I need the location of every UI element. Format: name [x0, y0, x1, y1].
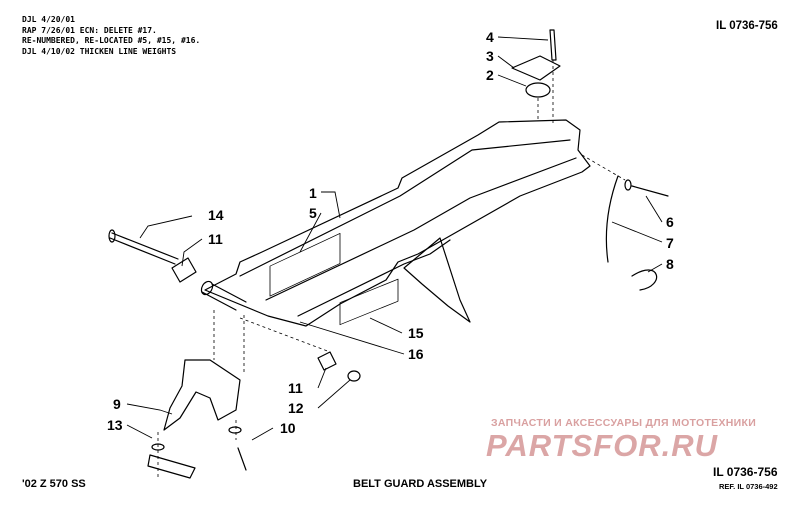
callout-10: 10	[280, 420, 296, 436]
callout-3: 3	[486, 48, 494, 64]
belt-guard-rib	[265, 157, 577, 301]
nut-12	[347, 370, 361, 382]
diagram-title: BELT GUARD ASSEMBLY	[353, 478, 488, 490]
revision-line: DJL 4/10/02 THICKEN LINE WEIGHTS	[22, 46, 177, 56]
leader-9	[126, 403, 173, 415]
leader-10	[251, 427, 274, 441]
callout-15: 15	[408, 325, 424, 341]
leader-5	[299, 212, 322, 253]
bracket-outline	[163, 359, 241, 431]
callout-9: 9	[113, 396, 121, 412]
pin-6	[631, 185, 669, 197]
callout-2: 2	[486, 67, 494, 83]
fastener-10	[237, 447, 247, 471]
callout-4: 4	[486, 29, 494, 45]
callout-1: 1	[309, 185, 317, 201]
clip-8	[631, 269, 658, 291]
bushing-11-upper	[171, 257, 197, 283]
leader-7	[611, 221, 663, 243]
illustration-number-bottom: IL 0736-756	[713, 465, 778, 479]
belt-guard-flange	[297, 239, 451, 317]
watermark-tagline: ЗАПЧАСТИ И АКСЕССУАРЫ ДЛЯ МОТОТЕХНИКИ	[491, 417, 757, 429]
pivot-tube-end	[200, 280, 214, 296]
callout-11-lower: 11	[288, 380, 303, 396]
leader-11-upper	[181, 238, 203, 267]
leader-11-lower	[317, 367, 327, 389]
guide-line	[581, 154, 626, 181]
revision-line: RE-NUMBERED, RE-LOCATED #5, #15, #16.	[22, 36, 201, 45]
revision-line: DJL 4/20/01	[22, 15, 75, 24]
callout-5: 5	[309, 205, 317, 221]
bolt-head-14	[108, 229, 116, 243]
grommet-2	[525, 82, 551, 98]
illustration-number: IL 0736-756	[716, 20, 778, 32]
callout-13: 13	[107, 417, 123, 433]
revision-line: RAP 7/26/01 ECN: DELETE #17.	[22, 25, 157, 35]
callout-7: 7	[666, 235, 674, 251]
callout-16: 16	[408, 346, 424, 362]
bracket-foot	[147, 454, 196, 479]
leader-3	[497, 55, 515, 69]
stud-4	[549, 29, 557, 61]
washer-10	[228, 426, 242, 434]
guide-line	[239, 317, 331, 353]
leader-8	[647, 263, 663, 273]
cable-7	[605, 175, 619, 263]
model-label: '02 Z 570 SS	[22, 478, 86, 490]
leader-4	[497, 36, 549, 41]
bolt-14	[109, 232, 179, 265]
leader-16	[299, 321, 405, 355]
callout-14: 14	[208, 207, 224, 223]
callout-11-upper: 11	[208, 231, 223, 247]
leader-12	[317, 379, 351, 409]
leader-14	[139, 215, 193, 239]
callout-12: 12	[288, 400, 304, 416]
bushing-11-lower	[317, 351, 337, 371]
revision-notes: DJL 4/20/01 RAP 7/26/01 ECN: DELETE #17.…	[22, 15, 200, 57]
belt-guard-fin	[403, 237, 471, 323]
reference-number: REF. IL 0736-492	[719, 482, 778, 491]
callout-6: 6	[666, 214, 674, 230]
leader-1	[321, 191, 341, 219]
pivot-tube	[201, 283, 247, 311]
leader-2	[497, 74, 527, 87]
watermark-logo: PARTSFOR.RU	[486, 428, 719, 463]
belt-guard-top-edge	[239, 139, 571, 277]
callout-8: 8	[666, 256, 674, 272]
leader-6	[645, 195, 663, 223]
pin-6-head	[624, 179, 632, 191]
decal-15	[339, 278, 399, 326]
leader-13	[126, 424, 153, 439]
grommet-plate-3	[511, 55, 561, 81]
decal-5	[269, 233, 341, 297]
leader-15	[369, 317, 403, 334]
belt-guard-outline	[204, 119, 591, 327]
